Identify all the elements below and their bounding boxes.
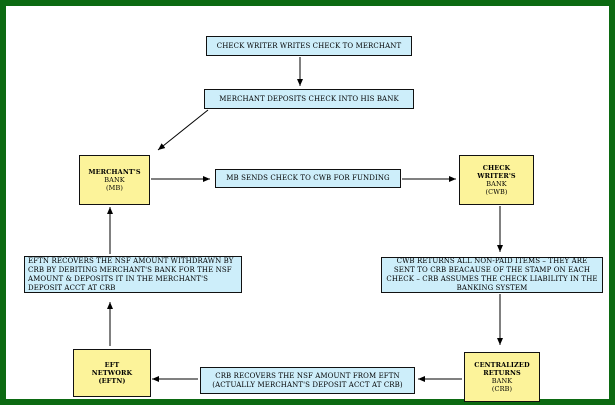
entity-crb-name-1: CENTRALIZED	[474, 361, 530, 369]
entity-eftn-name-2: NETWORK	[91, 369, 133, 377]
entity-cwb-abbr: (CWB)	[485, 188, 508, 196]
entity-cwb-name-3: BANK	[486, 180, 507, 188]
step-mb-sends-check: MB SENDS CHECK TO CWB FOR FUNDING	[215, 169, 401, 188]
step-merchant-deposits: MERCHANT DEPOSITS CHECK INTO HIS BANK	[204, 89, 414, 109]
entity-eft-network: EFT NETWORK (EFTN)	[73, 349, 151, 397]
entity-crb-name-2: RETURNS	[483, 369, 521, 377]
entity-centralized-returns-bank: CENTRALIZED RETURNS BANK (CRB)	[464, 352, 540, 402]
entity-eftn-abbr: (EFTN)	[98, 377, 126, 385]
entity-merchants-bank-sub: BANK	[104, 176, 125, 184]
step-crb-recovers-line-2: (ACTUALLY MERCHANT'S DEPOSIT ACCT AT CRB…	[212, 380, 403, 389]
entity-cwb-name-2: WRITER'S	[477, 172, 516, 180]
entity-merchants-bank-abbr: (MB)	[106, 184, 123, 192]
entity-eftn-name-1: EFT	[104, 361, 120, 369]
entity-check-writers-bank: CHECK WRITER'S BANK (CWB)	[459, 155, 534, 205]
step-check-writer-writes: CHECK WRITER WRITES CHECK TO MERCHANT	[206, 36, 412, 56]
step-crb-recovers-line-1: CRB RECOVERS THE NSF AMOUNT FROM EFTN	[215, 371, 400, 380]
entity-crb-name-3: BANK	[491, 377, 513, 385]
step-crb-recovers-nsf: CRB RECOVERS THE NSF AMOUNT FROM EFTN (A…	[200, 367, 415, 394]
entity-merchants-bank-name: MERCHANT'S	[88, 168, 141, 176]
step-cwb-returns-items: CWB RETURNS ALL NON-PAID ITEMS – THEY AR…	[381, 257, 603, 293]
arrow-deposit-to-mb	[157, 109, 209, 151]
step-eftn-recovers-nsf: EFTN RECOVERS THE NSF AMOUNT WITHDRAWN B…	[24, 256, 242, 293]
entity-cwb-name-1: CHECK	[482, 164, 511, 172]
entity-merchants-bank: MERCHANT'S BANK (MB)	[79, 155, 150, 205]
entity-crb-abbr: (CRB)	[491, 385, 513, 393]
